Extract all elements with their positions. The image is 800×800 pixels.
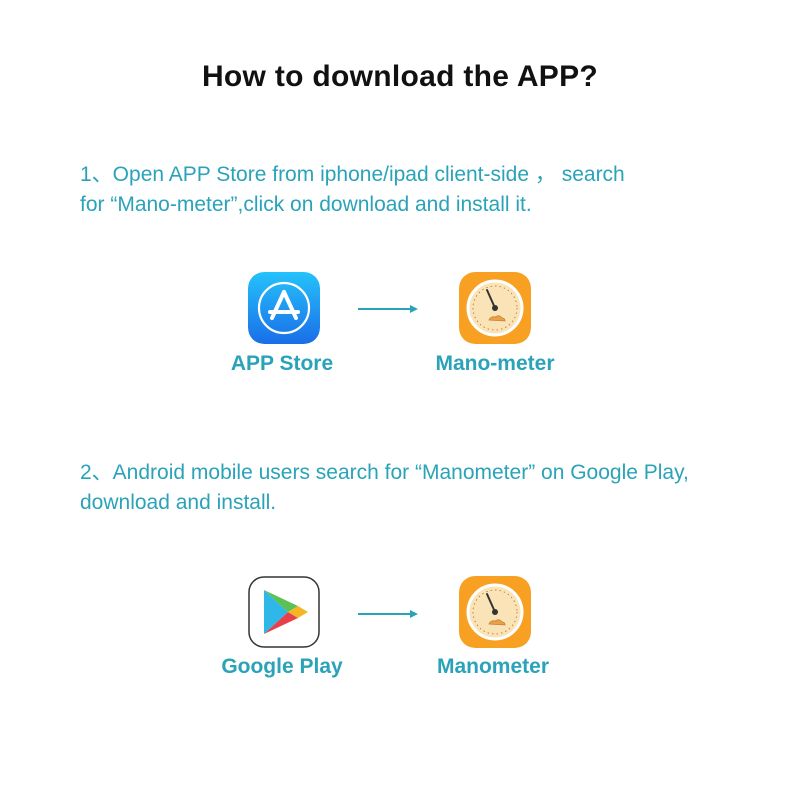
arrow-right-icon: [358, 610, 418, 618]
google-play-label: Google Play: [221, 655, 343, 678]
mano-meter-label: Mano-meter: [435, 352, 555, 375]
step-2-instructions: 2、Android mobile users search for “Manom…: [80, 458, 760, 518]
arrow-right-icon: [358, 305, 418, 313]
app-store-icon[interactable]: [248, 272, 320, 344]
manometer-app-icon[interactable]: [459, 576, 531, 648]
manometer-label: Manometer: [436, 655, 550, 678]
step-1-instructions: 1、Open APP Store from iphone/ipad client…: [80, 160, 760, 220]
step-2-line-2: download and install.: [80, 491, 277, 514]
step-1-line-2: for “Mano-meter”,click on download and i…: [80, 193, 532, 216]
manometer-app-icon[interactable]: [459, 272, 531, 344]
page-title: How to download the APP?: [201, 60, 599, 93]
step-2-line-1: 2、Android mobile users search for “Manom…: [80, 461, 689, 484]
step-1-line-1: 1、Open APP Store from iphone/ipad client…: [80, 163, 625, 186]
app-store-label: APP Store: [230, 352, 334, 375]
google-play-icon[interactable]: [248, 576, 320, 648]
